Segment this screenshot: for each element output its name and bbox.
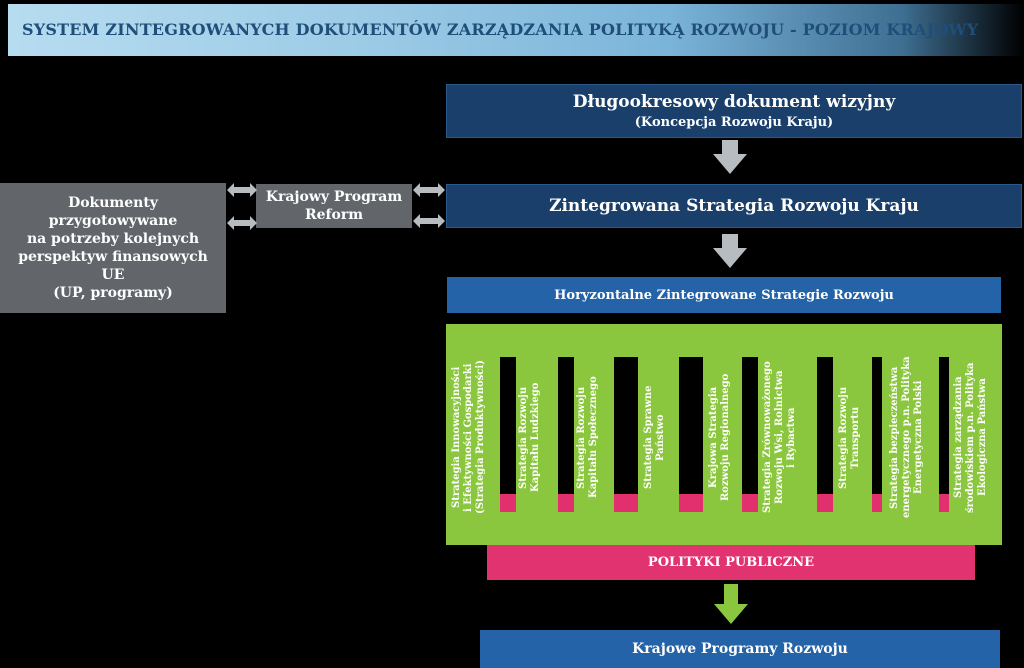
strategy-bar-base xyxy=(817,494,833,512)
header-banner: SYSTEM ZINTEGROWANYCH DOKUMENTÓW ZARZĄDZ… xyxy=(8,4,1024,56)
down-arrow-green-icon xyxy=(714,584,748,624)
strategy-bar xyxy=(679,357,703,512)
horizontal-strategies-title: Horyzontalne Zintegrowane Strategie Rozw… xyxy=(554,287,894,303)
integrated-strategy-box: Zintegrowana Strategia Rozwoju Kraju xyxy=(446,184,1022,228)
strategy-bar-base xyxy=(679,494,703,512)
strategy-bar xyxy=(558,357,574,512)
strategy-bar xyxy=(614,357,638,512)
strategy-bar xyxy=(872,357,882,512)
vision-document-box: Długookresowy dokument wizyjny (Koncepcj… xyxy=(446,84,1022,138)
strategy-bar-base xyxy=(500,494,516,512)
strategy-bar-base xyxy=(614,494,638,512)
vision-document-title: Długookresowy dokument wizyjny xyxy=(572,92,896,112)
reform-program-box: Krajowy Program Reform xyxy=(256,184,412,228)
down-arrow-gray-icon xyxy=(713,140,747,174)
double-arrow-icon xyxy=(413,183,445,197)
eu-documents-line2: na potrzeby kolejnych xyxy=(26,231,200,247)
strategy-bar-base xyxy=(872,494,882,512)
double-arrow-icon xyxy=(413,214,445,228)
horizontal-strategies-box: Horyzontalne Zintegrowane Strategie Rozw… xyxy=(447,277,1001,313)
strategy-bar-base xyxy=(939,494,949,512)
page-title: SYSTEM ZINTEGROWANYCH DOKUMENTÓW ZARZĄDZ… xyxy=(22,20,979,39)
eu-documents-line1: Dokumenty przygotowywane xyxy=(48,195,178,229)
integrated-strategy-title: Zintegrowana Strategia Rozwoju Kraju xyxy=(549,196,919,216)
strategy-bar-base xyxy=(558,494,574,512)
eu-documents-box: Dokumenty przygotowywane na potrzeby kol… xyxy=(0,183,226,313)
strategy-bar xyxy=(817,357,833,512)
national-programs-box: Krajowe Programy Rozwoju xyxy=(480,630,1000,668)
eu-documents-line4: (UP, programy) xyxy=(53,285,173,301)
vision-document-subtitle: (Koncepcja Rozwoju Kraju) xyxy=(634,115,834,130)
strategies-panel xyxy=(446,324,1002,545)
strategy-bar xyxy=(500,357,516,512)
public-policies-label: POLITYKI PUBLICZNE xyxy=(647,555,815,570)
reform-program-line1: Krajowy Program xyxy=(265,189,403,205)
double-arrow-icon xyxy=(227,183,257,197)
double-arrow-icon xyxy=(227,216,257,230)
strategy-bar xyxy=(742,357,758,512)
down-arrow-gray-icon xyxy=(713,234,747,268)
national-programs-title: Krajowe Programy Rozwoju xyxy=(632,641,848,657)
public-policies-box: POLITYKI PUBLICZNE xyxy=(487,545,975,580)
strategy-bar xyxy=(939,357,949,512)
reform-program-line2: Reform xyxy=(304,207,364,223)
strategy-bar-base xyxy=(742,494,758,512)
eu-documents-line3: perspektyw finansowych UE xyxy=(18,249,208,283)
